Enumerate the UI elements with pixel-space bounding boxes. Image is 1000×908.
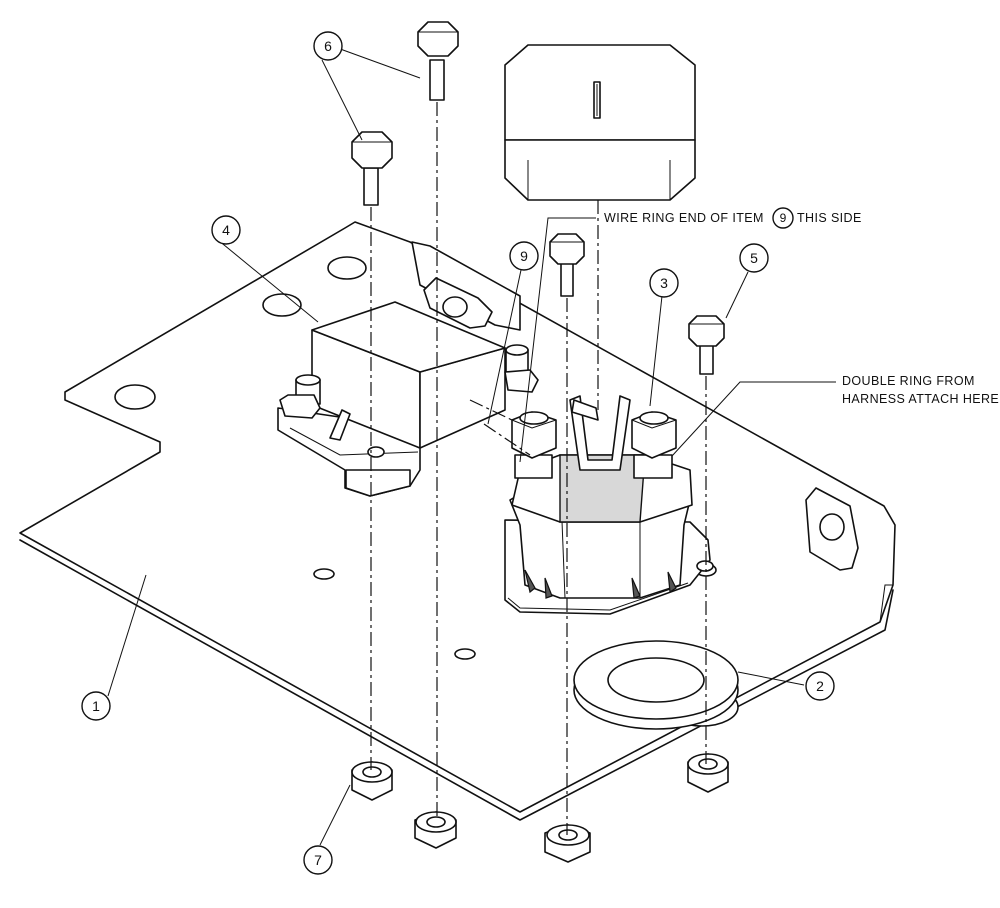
callout-label: 1: [92, 698, 100, 714]
bolt: [688, 315, 725, 375]
callout-label: 4: [222, 222, 230, 238]
callout-6: 6: [313, 31, 343, 61]
solenoid-cover: [504, 44, 696, 201]
plate-hole: [262, 293, 302, 317]
plate-hole: [114, 384, 156, 410]
nut: [687, 753, 729, 793]
callout-3: 3: [649, 268, 679, 298]
relay-module: [277, 301, 539, 497]
plate-hole: [327, 256, 367, 280]
bolt: [549, 233, 585, 297]
note-wire-ring: WIRE RING END OF ITEM 9 THIS SIDE: [604, 207, 862, 229]
note-double-ring-line1: DOUBLE RING FROM: [842, 374, 975, 388]
solenoid: [504, 395, 714, 615]
bolt: [417, 21, 459, 101]
callout-7: 7: [303, 845, 333, 875]
callout-9: 9: [509, 241, 539, 271]
note-wire-ring-item: 9: [780, 211, 787, 225]
callout-4: 4: [211, 215, 241, 245]
nut: [414, 811, 457, 849]
flange-slot: [819, 513, 845, 541]
nut: [544, 824, 591, 863]
leader-lines: [107, 45, 836, 846]
callout-1: 1: [81, 691, 111, 721]
callout-5: 5: [739, 243, 769, 273]
note-wire-ring-before: WIRE RING END OF ITEM: [604, 211, 764, 225]
plate-hole: [313, 568, 335, 580]
callout-2: 2: [805, 671, 835, 701]
bolt: [351, 131, 393, 206]
note-wire-ring-after: THIS SIDE: [797, 211, 862, 225]
assembly-centerlines: [370, 102, 707, 835]
grommet: [573, 640, 739, 730]
callout-label: 6: [324, 38, 332, 54]
nut: [351, 761, 393, 801]
callout-label: 2: [816, 678, 824, 694]
plate-hole: [454, 648, 476, 660]
flange-slot: [442, 296, 468, 318]
callout-label: 9: [520, 248, 528, 264]
callout-label: 3: [660, 275, 668, 291]
note-double-ring-line2: HARNESS ATTACH HERE: [842, 392, 999, 406]
note-double-ring: DOUBLE RING FROM HARNESS ATTACH HERE: [842, 374, 999, 406]
callout-label: 5: [750, 250, 758, 266]
callout-label: 7: [314, 852, 322, 868]
